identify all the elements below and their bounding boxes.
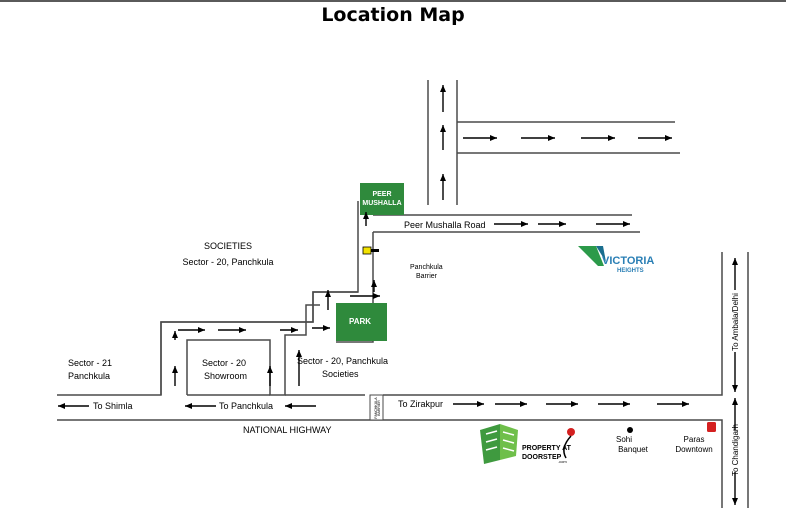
traffic-arrows [58, 85, 738, 505]
sohi-line2: Banquet [618, 445, 649, 454]
road-network [57, 80, 749, 508]
barrier-arm-icon [371, 249, 379, 252]
highway-barrier-label2: BARRIER [377, 400, 381, 416]
peer-mushalla-line2: MUSHALLA [362, 200, 401, 207]
to-zirakpur-label: To Zirakpur [398, 399, 443, 409]
top-border [0, 0, 786, 2]
park-label: PARK [349, 317, 371, 326]
panchkula-barrier-label1: Panchkula [410, 264, 443, 271]
victoria-logo-text: VICTORIA [602, 255, 654, 267]
barrier-icon [362, 246, 372, 255]
pad-location-pin-icon [567, 428, 575, 436]
pad-logo-line3: .com [558, 459, 567, 464]
paras-downtown-marker [707, 422, 716, 432]
page-title: Location Map [321, 4, 465, 26]
highway-barrier-label1: PANCHKULA [374, 397, 378, 419]
property-at-doorstep-logo: PROPERTY AT DOORSTEP .com [480, 424, 575, 464]
peer-mushalla-line1: PEER [372, 191, 391, 198]
panchkula-barrier-label2: Barrier [416, 273, 438, 280]
victoria-heights-logo: VICTORIA HEIGHTS [578, 246, 654, 274]
sector20-societies-line1: Sector - 20, Panchkula [297, 356, 388, 366]
paras-line1: Paras [684, 435, 705, 444]
sector21-line1: Sector - 21 [68, 358, 112, 368]
showroom-line2: Showroom [204, 371, 247, 381]
highway-barrier [369, 394, 384, 421]
to-ambala-delhi-label: To Ambala/Delhi [731, 293, 740, 351]
paras-line2: Downtown [675, 445, 712, 454]
pad-logo-line2: DOORSTEP [522, 454, 562, 461]
sohi-banquet-marker [627, 427, 633, 433]
park-box [336, 303, 387, 341]
to-panchkula-label: To Panchkula [219, 401, 273, 411]
societies-heading: SOCIETIES [204, 241, 252, 251]
peer-mushalla-box [360, 183, 404, 215]
showroom-line1: Sector - 20 [202, 358, 246, 368]
victoria-logo-subtext: HEIGHTS [617, 268, 644, 274]
pad-logo-line1: PROPERTY AT [522, 445, 572, 452]
to-chandigarh-label: To Chandigarh [731, 424, 740, 476]
societies-subheading: Sector - 20, Panchkula [182, 257, 273, 267]
sector20-societies-line2: Societies [322, 369, 359, 379]
sector21-line2: Panchkula [68, 371, 110, 381]
peer-mushalla-road-label: Peer Mushalla Road [404, 220, 486, 230]
national-highway-label: NATIONAL HIGHWAY [243, 425, 332, 435]
sohi-line1: Sohi [616, 435, 632, 444]
to-shimla-label: To Shimla [93, 401, 133, 411]
